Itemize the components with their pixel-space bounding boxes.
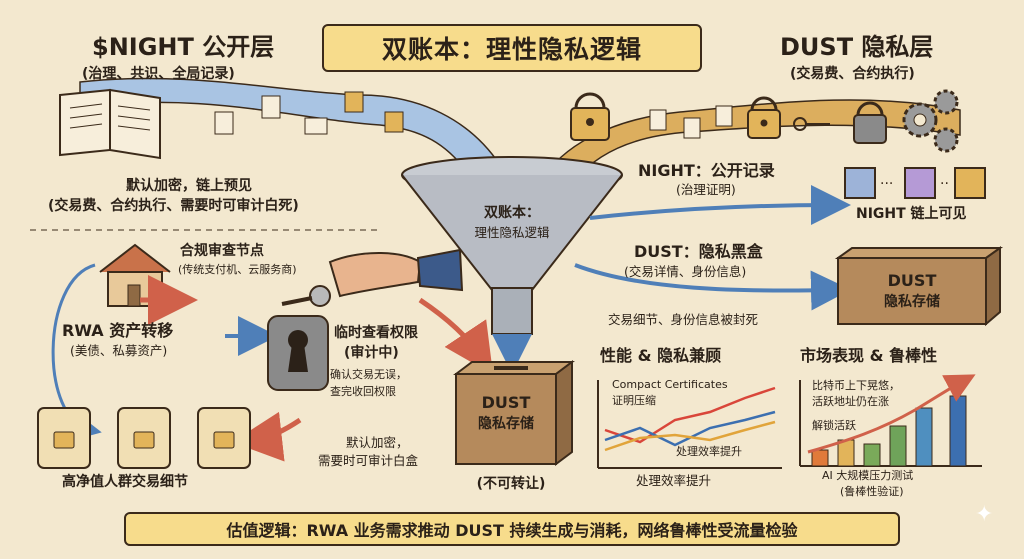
audit-heading1: 临时查看权限 [334, 325, 418, 341]
box-icon [834, 246, 1004, 327]
center-box-line2: 隐私存储 [478, 416, 534, 432]
market-bar [889, 425, 907, 467]
rwa-heading: RWA 资产转移 [62, 321, 174, 340]
rwa-sub: (美债、私募资产) [70, 343, 168, 358]
keyhole-icon [267, 315, 329, 391]
dust-arrow [574, 263, 851, 311]
left-note-line1: 默认加密，链上预见 [126, 178, 252, 194]
document-icon [649, 105, 733, 139]
default-encrypt-line2: 需要时可审计白盒 [318, 453, 419, 468]
market-caption1: AI 大规模压力测试 [822, 469, 914, 482]
night-blocks-caption: NIGHT 链上可见 [856, 206, 967, 222]
night-output-label: NIGHT：公开记录 [638, 161, 775, 180]
dust-box-line2: 隐私存储 [884, 294, 940, 310]
default-encrypt-line1: 默认加密， [346, 435, 409, 450]
compliance-heading: 合规审查节点 [180, 243, 264, 259]
perf-label1: Compact Certificates [612, 378, 728, 391]
svg-text:···: ··· [880, 176, 893, 192]
audit-line2: 查完收回权限 [330, 385, 396, 398]
dust-layer-heading: DUST 隐私层 [780, 33, 934, 61]
night-layer-heading: $NIGHT 公开层 [92, 33, 275, 61]
svg-text:··: ·· [940, 176, 949, 192]
night-block [954, 167, 986, 199]
market-bar [811, 449, 829, 467]
audit-line1: 确认交易无误， [330, 368, 407, 381]
market-bar [949, 395, 967, 467]
hnw-caption: 高净值人群交易细节 [62, 474, 188, 490]
dust-sealed-note: 交易细节、身份信息被封死 [608, 312, 759, 327]
night-output-sub: (治理证明) [676, 182, 736, 197]
market-caption2: (鲁棒性验证) [840, 485, 904, 498]
dust-layer-subtitle: (交易费、合约执行) [790, 66, 915, 82]
return-arrow [232, 411, 302, 462]
gear-icon [902, 89, 959, 153]
perf-series-line [604, 420, 776, 452]
center-box-caption: (不可转让) [476, 476, 546, 492]
sparkle-icon: ✦ [975, 502, 994, 527]
perf-caption: 处理效率提升 [636, 473, 712, 488]
perf-label2: 证明压缩 [612, 394, 656, 407]
perf-heading: 性能 & 隐私兼顾 [600, 346, 722, 365]
market-note3: 解锁活跃 [812, 419, 856, 432]
night-layer-subtitle: (治理、共识、全局记录) [82, 66, 235, 82]
box-icon [453, 360, 575, 466]
page-title: 双账本：理性隐私逻辑 [322, 24, 702, 72]
dust-output-sub: (交易详情、身份信息) [624, 264, 747, 279]
market-note1: 比特币上下晃悠， [812, 379, 900, 392]
night-block [904, 167, 936, 199]
night-blocks: ··· ·· [844, 167, 986, 199]
funnel-label-line1: 双账本： [484, 205, 540, 221]
night-block [844, 167, 876, 199]
book-icon [59, 88, 161, 160]
dust-output-label: DUST：隐私黑盒 [634, 242, 763, 261]
padlock-icon [570, 92, 887, 144]
perf-chart [597, 380, 782, 469]
market-note2: 活跃地址仍在涨 [812, 395, 889, 408]
market-bar [915, 407, 933, 467]
audit-heading2: (审计中) [344, 345, 399, 361]
dust-box-line1: DUST [887, 271, 937, 290]
funnel-icon [401, 156, 623, 335]
center-box-line1: DUST [481, 393, 531, 412]
scroll-icon [37, 407, 251, 469]
document-icon [214, 91, 404, 135]
key-icon [281, 248, 464, 307]
audit-arrow [418, 297, 494, 375]
funnel-label-line2: 理性隐私逻辑 [474, 225, 550, 240]
left-note-line2: (交易费、合约执行、需要时可审计白死) [48, 198, 299, 214]
compliance-sub: (传统支付机、云服务商) [178, 263, 297, 276]
key-icon [793, 117, 830, 131]
valuation-bar: 估值逻辑：RWA 业务需求推动 DUST 持续生成与消耗，网络鲁棒性受流量检验 [124, 512, 900, 546]
market-chart [799, 374, 982, 467]
market-heading: 市场表现 & 鲁棒性 [800, 346, 938, 365]
night-arrow [589, 185, 851, 226]
market-bar [837, 439, 855, 467]
market-bar [863, 443, 881, 467]
house-icon [99, 243, 171, 307]
perf-label3: 处理效率提升 [676, 445, 742, 458]
